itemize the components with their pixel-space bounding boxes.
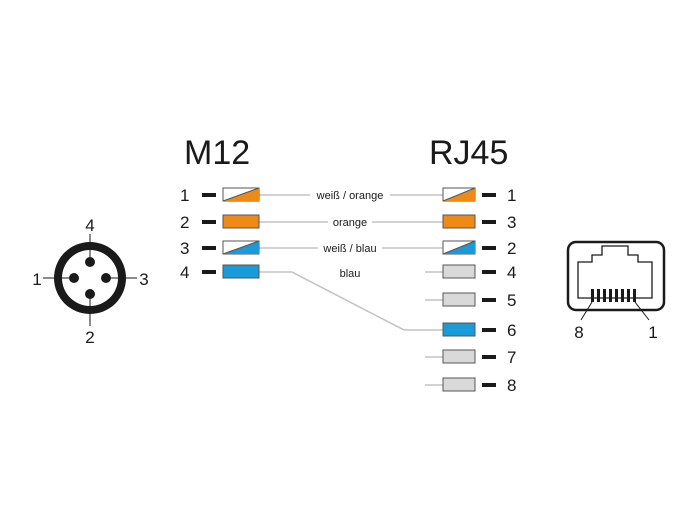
rj45-row-label-4: 4	[507, 263, 516, 282]
wire-label-2: orange	[333, 217, 367, 229]
m12-row-diag-1	[222, 187, 260, 202]
label-bg-2	[328, 215, 372, 229]
rj45-row-box-4	[442, 264, 476, 279]
m12-pin-rows: 1 2 3 4	[180, 186, 260, 282]
rj45-row-dash-6	[482, 328, 496, 332]
m12-row-dash-2	[202, 220, 216, 224]
rj45-row-dash-1	[482, 193, 496, 197]
rj45-row-label-2: 3	[507, 213, 516, 232]
m12-row-box-2	[222, 214, 260, 229]
label-bg-1	[310, 188, 390, 202]
rj45-face-label-8: 8	[574, 323, 583, 342]
wire-label-1: weiß / orange	[316, 190, 384, 202]
m12-row-label-2: 2	[180, 213, 189, 232]
rj45-contact	[633, 289, 636, 302]
rj45-row-box-6	[442, 322, 476, 337]
wire-label-4: blau	[340, 268, 361, 280]
rj45-row-diag-1	[442, 187, 476, 202]
rj45-contact	[609, 289, 612, 302]
rj45-contact	[621, 289, 624, 302]
rj45-row-dash-4	[482, 270, 496, 274]
rj45-row-dash-8	[482, 383, 496, 387]
rj45-row-label-1: 1	[507, 186, 516, 205]
m12-pin-1-dot	[69, 273, 79, 283]
m12-pin-3-dot	[101, 273, 111, 283]
m12-row-box-4	[222, 264, 260, 279]
rj45-leader-8	[580, 301, 593, 321]
m12-row-dash-4	[202, 270, 216, 274]
rj45-contact	[597, 289, 600, 302]
rj45-row-label-6: 6	[507, 321, 516, 340]
m12-pin-label-3: 3	[139, 270, 148, 289]
rj45-row-label-7: 7	[507, 348, 516, 367]
wire-label-3: weiß / blau	[322, 243, 376, 255]
label-bg-3	[318, 241, 382, 255]
rj45-row-label-8: 8	[507, 376, 516, 395]
rj45-connector-face: 8 1	[566, 240, 666, 342]
rj45-row-box-2	[442, 214, 476, 229]
m12-connector-face: 4 1 3 2	[32, 216, 148, 347]
rj45-row-dash-7	[482, 355, 496, 359]
m12-pin-2-dot	[85, 289, 95, 299]
wires: weiß / orange orange weiß / blau blau	[259, 188, 443, 386]
rj45-row-dash-5	[482, 298, 496, 302]
rj45-socket-outline	[577, 245, 653, 299]
m12-row-label-4: 4	[180, 263, 189, 282]
rj45-face-label-1: 1	[648, 323, 657, 342]
m12-pin-label-1: 1	[32, 270, 41, 289]
m12-pin-4-dot	[85, 257, 95, 267]
rj45-pin-rows: 1 3 2 4 5 6 7 8	[442, 186, 516, 395]
rj45-contact	[591, 289, 594, 302]
rj45-row-box-5	[442, 292, 476, 307]
m12-row-label-3: 3	[180, 239, 189, 258]
rj45-contact	[615, 289, 618, 302]
rj45-contact	[603, 289, 606, 302]
m12-inner-face	[62, 250, 118, 306]
rj45-header: RJ45	[429, 134, 508, 172]
rj45-row-box-8	[442, 377, 476, 392]
m12-row-label-1: 1	[180, 186, 189, 205]
rj45-row-label-3: 2	[507, 239, 516, 258]
m12-pin-label-2: 2	[85, 328, 94, 347]
m12-header: M12	[184, 134, 250, 172]
rj45-row-box-7	[442, 349, 476, 364]
wire-pin4	[259, 271, 443, 331]
m12-row-dash-1	[202, 193, 216, 197]
rj45-row-dash-2	[482, 220, 496, 224]
rj45-row-diag-3	[442, 240, 476, 255]
m12-row-diag-3	[222, 240, 260, 255]
m12-row-dash-3	[202, 246, 216, 250]
rj45-row-label-5: 5	[507, 291, 516, 310]
rj45-contact	[627, 289, 630, 302]
rj45-leader-1	[634, 301, 650, 321]
rj45-row-dash-3	[482, 246, 496, 250]
m12-pin-label-4: 4	[85, 216, 94, 235]
